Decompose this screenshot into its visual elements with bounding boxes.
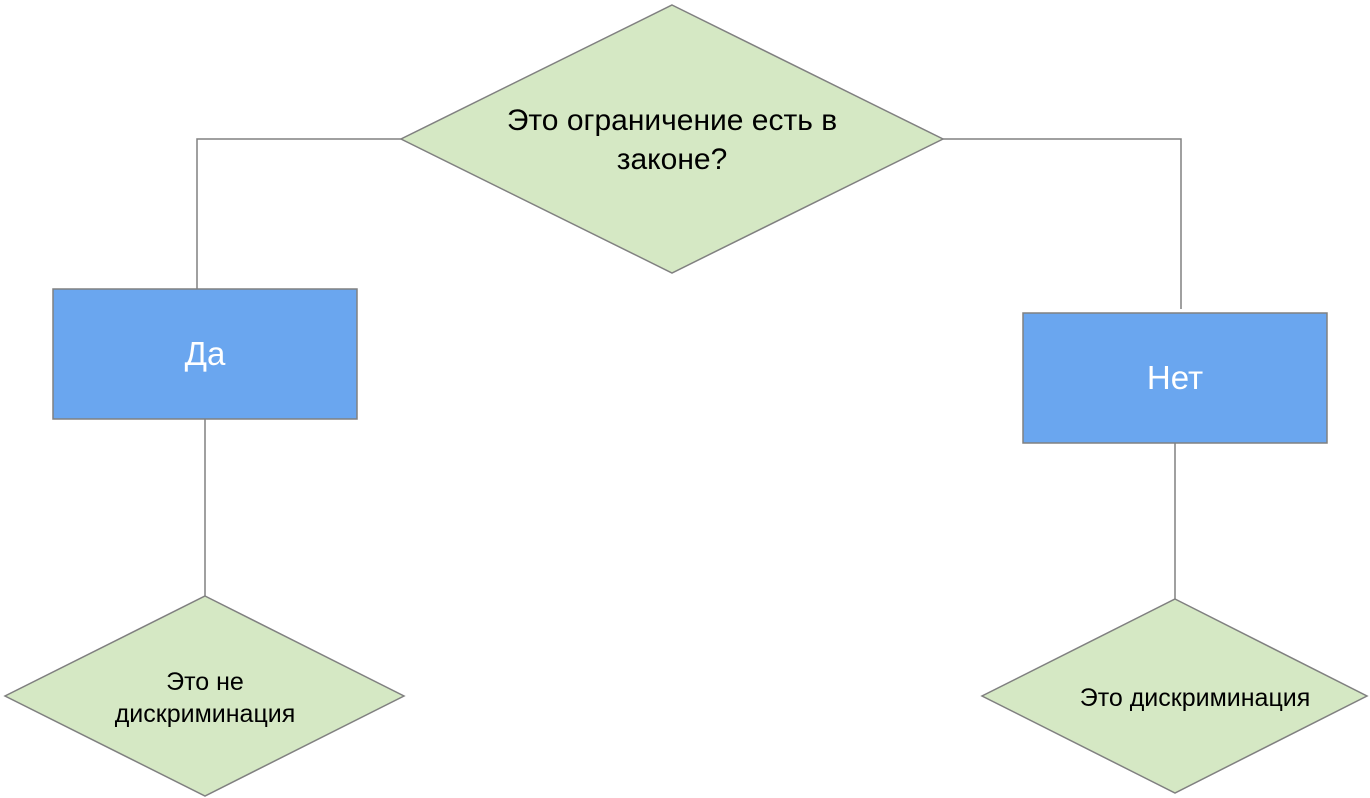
answer-box-no [1022,312,1328,444]
question-label: Это ограничение есть в законе? [480,100,864,180]
outcome-diamond-not-discrimination [3,595,406,797]
connector-question-to-yes [196,138,401,289]
question-text: Это ограничение есть в законе? [506,104,838,176]
no-text: Нет [1146,358,1204,396]
not-discrimination-label: Это не дискриминация [75,660,335,736]
outcome-diamond-discrimination [980,598,1369,794]
yes-text: Да [184,334,226,372]
connector-question-to-no [943,138,1182,309]
discrimination-text: Это дискриминация [1079,683,1311,712]
no-label: Нет [1023,313,1327,443]
not-discrimination-text: Это не дискриминация [114,667,296,729]
yes-label: Да [53,289,357,419]
discrimination-label: Это дискриминация [1035,676,1355,720]
decision-diamond-question [399,4,945,274]
answer-box-yes [52,288,358,420]
